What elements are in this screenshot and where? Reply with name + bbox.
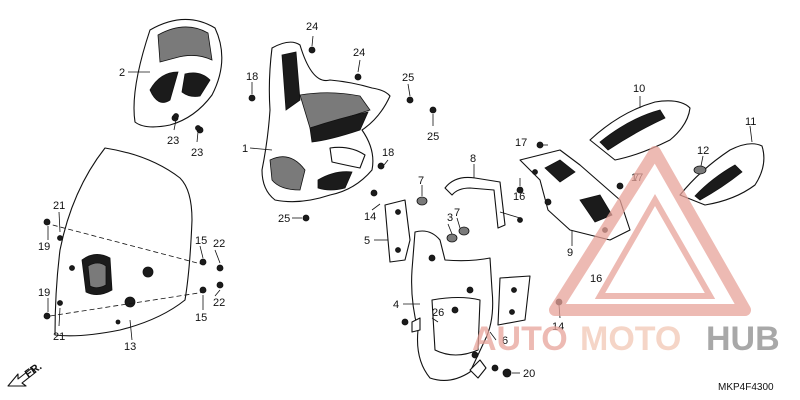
callout-7a: 7: [418, 175, 424, 187]
part-1-front-cowl: [261, 41, 391, 203]
callout-2: 2: [119, 67, 125, 79]
callout-25b: 25: [427, 131, 439, 143]
callout-17a: 17: [515, 137, 527, 149]
leader-lines: [47, 35, 753, 374]
callout-7b: 7: [454, 207, 460, 219]
part-5-bracket: [384, 199, 411, 263]
callout-10: 10: [633, 83, 645, 95]
callout-18a: 18: [246, 71, 258, 83]
part-6-side-plate: [497, 275, 531, 326]
callout-9: 9: [567, 247, 573, 259]
part-11-garnish: [679, 143, 765, 206]
callout-12: 12: [697, 145, 709, 157]
callout-20: 20: [523, 368, 535, 380]
callout-22b: 22: [213, 297, 225, 309]
callout-5: 5: [364, 235, 370, 247]
part-4-stay-bracket: [411, 230, 494, 381]
callout-19b: 19: [38, 287, 50, 299]
callout-26: 26: [432, 307, 444, 319]
callout-18b: 18: [382, 147, 394, 159]
callout-14b: 14: [552, 321, 564, 333]
part-10-side-cover: [589, 100, 691, 161]
callout-8: 8: [470, 153, 476, 165]
part-9-bracket: [519, 149, 631, 241]
callout-24a: 24: [306, 21, 318, 33]
callout-22a: 22: [213, 238, 225, 250]
callout-15b: 15: [195, 312, 207, 324]
callout-3: 3: [447, 212, 453, 224]
callout-25c: 25: [278, 213, 290, 225]
fasteners: [43, 46, 563, 378]
callout-23b: 23: [191, 147, 203, 159]
callout-16a: 16: [513, 191, 525, 203]
callout-23a: 23: [167, 135, 179, 147]
callout-11: 11: [745, 116, 756, 128]
watermark-text-hub: HUB: [706, 320, 780, 358]
callout-numbers: 1 2 3 4 5 6 7 7 7 8 9 10 11 12 13 14 14 …: [38, 21, 756, 380]
watermark-logo: AUTO MOTO HUB: [472, 146, 780, 358]
diagram-code: MKP4F4300: [718, 382, 774, 393]
part-8-pipe: [444, 176, 506, 229]
callout-21a: 21: [53, 200, 65, 212]
part-2-upper-cover: [133, 18, 223, 134]
front-direction-indicator: FR.: [7, 360, 44, 387]
watermark-text-moto: MOTO: [580, 320, 681, 358]
callout-16b: 16: [590, 273, 602, 285]
callout-4: 4: [393, 299, 399, 311]
callout-21b: 21: [53, 331, 65, 343]
callout-19a: 19: [38, 241, 50, 253]
part-12-grommet: [693, 165, 707, 175]
callout-13: 13: [124, 341, 136, 353]
part-13-windscreen: [54, 147, 193, 337]
watermark-text-auto: AUTO: [472, 320, 568, 358]
front-arrow-icon: [7, 367, 37, 387]
watermark-triangle-icon: [549, 146, 751, 316]
callout-15a: 15: [195, 235, 207, 247]
callout-24b: 24: [353, 47, 365, 59]
callout-25a: 25: [402, 72, 414, 84]
callout-14a: 14: [364, 211, 376, 223]
callout-6: 6: [502, 335, 508, 347]
callout-1: 1: [242, 143, 248, 155]
